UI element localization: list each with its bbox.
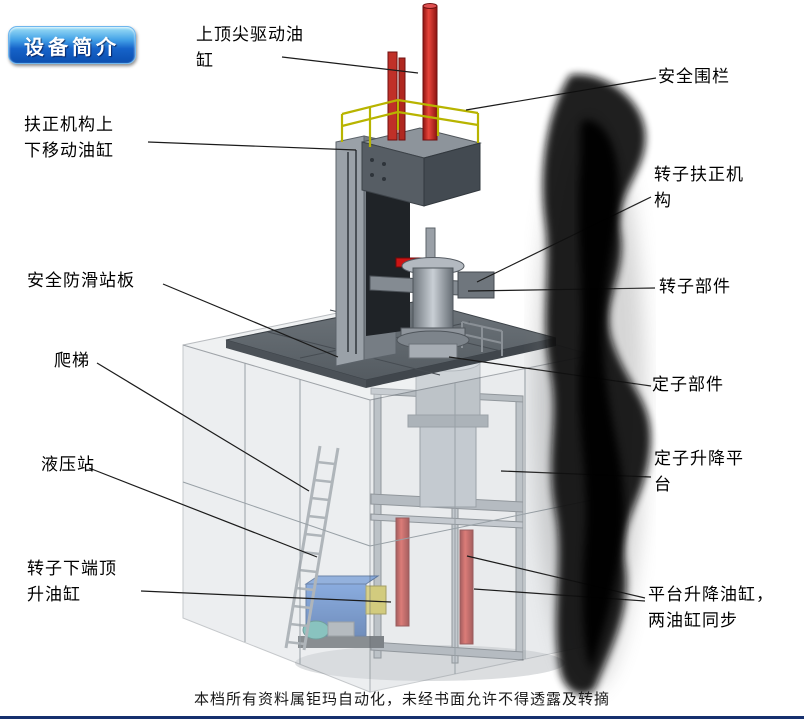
label-stator-part: 定子部件 [652,375,724,394]
top-pin-drive-cylinders [387,3,438,141]
label-top-pin-drive-cylinder: 上顶尖驱动油 缸 [196,25,304,70]
head-box [361,127,482,207]
bottom-strip [0,716,804,719]
ink-smudge [535,74,651,695]
label-rotor-part: 转子部件 [659,277,731,296]
label-rotor-centering-mechanism: 转子扶正机 构 [654,165,744,210]
platform-lift-cylinders-red [395,517,474,645]
label-stator-lift-platform: 定子升降平 台 [654,449,744,494]
label-hydraulic-station: 液压站 [41,455,95,474]
safety-railing [340,98,480,147]
centering-bracket [457,271,495,299]
confidentiality-notice: 本档所有资料属钜玛自动化，未经书面允许不得透露及转摘 [193,692,610,708]
label-centering-move-cylinder: 扶正机构上 下移动油缸 [24,115,114,160]
label-safety-fence: 安全围栏 [658,67,730,86]
label-anti-slip-platform: 安全防滑站板 [27,271,135,290]
label-ladder: 爬梯 [54,351,90,370]
label-rotor-bottom-jack-cylinder: 转子下端顶 升油缸 [27,559,117,604]
label-platform-lift-cylinders: 平台升降油缸， 两油缸同步 [648,585,774,630]
hydraulic-unit [298,575,387,648]
title-badge: 设备简介 [8,26,136,64]
press-opening [366,188,410,336]
rotor-assembly [369,227,495,359]
title-badge-label: 设备简介 [24,36,120,59]
